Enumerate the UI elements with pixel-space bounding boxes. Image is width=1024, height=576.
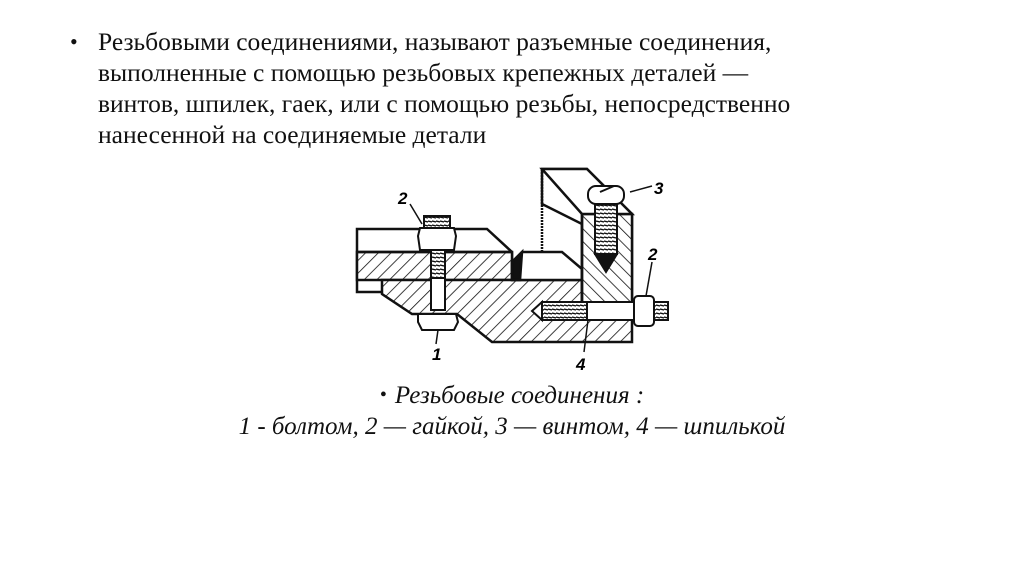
definition-text: Резьбовыми соединениями, называют разъем…: [98, 26, 950, 150]
label-bolt: 1: [432, 345, 441, 364]
main-bullet-paragraph: • Резьбовыми соединениями, называют разъ…: [70, 26, 950, 150]
threaded-joints-drawing: 2 1 3 2 4: [352, 164, 682, 374]
text-line: нанесенной на соединяемые детали: [98, 120, 487, 149]
text-line: выполненные с помощью резьбовых крепежны…: [98, 58, 749, 87]
bullet-icon: •: [379, 384, 387, 406]
screw-3: [587, 185, 625, 274]
bolt-1: [416, 215, 460, 331]
label-nut-right: 2: [647, 245, 658, 264]
text-line: Резьбовыми соединениями, называют разъем…: [98, 27, 772, 56]
caption-title-line: • Резьбовые соединения :: [0, 381, 1024, 412]
label-stud: 4: [575, 355, 586, 374]
stud-4: [530, 295, 669, 327]
caption-legend: 1 - болтом, 2 — гайкой, 3 — винтом, 4 — …: [238, 413, 786, 440]
label-screw: 3: [654, 179, 664, 198]
caption-title: Резьбовые соединения :: [394, 382, 645, 409]
leader-lines: [409, 185, 653, 353]
text-line: винтов, шпилек, гаек, или с помощью резь…: [98, 89, 791, 118]
figure-caption: • Резьбовые соединения : 1 - болтом, 2 — …: [0, 381, 1024, 442]
bullet-icon: •: [70, 29, 78, 54]
label-nut-top: 2: [397, 189, 408, 208]
